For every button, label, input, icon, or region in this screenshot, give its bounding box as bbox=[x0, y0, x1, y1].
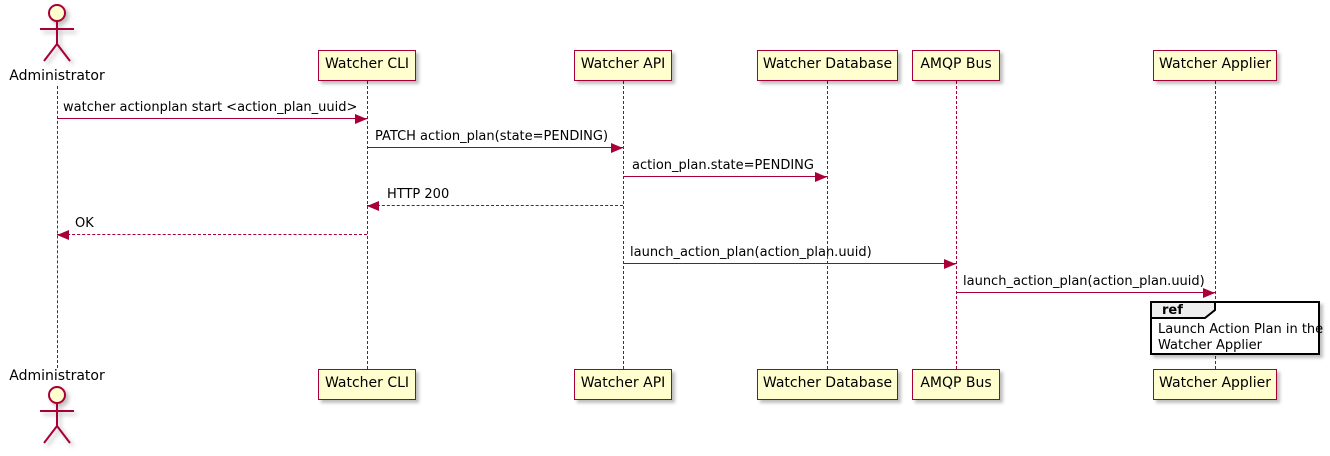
participant-watcher-applier-top: Watcher Applier bbox=[1153, 50, 1277, 81]
message-line-5 bbox=[57, 234, 367, 235]
lifeline-watcher-applier bbox=[1215, 81, 1216, 369]
message-line-1 bbox=[57, 118, 367, 119]
message-label-ok: OK bbox=[75, 216, 94, 231]
arrowhead-icon-4 bbox=[367, 201, 379, 211]
lifeline-watcher-api bbox=[623, 81, 624, 369]
arrowhead-icon-7 bbox=[1203, 288, 1215, 298]
participant-watcher-cli-bottom: Watcher CLI bbox=[318, 369, 416, 400]
participant-amqp-bus-top: AMQP Bus bbox=[912, 50, 1000, 81]
lifeline-watcher-database bbox=[827, 81, 828, 369]
lifeline-amqp-bus bbox=[956, 81, 957, 369]
message-label-http-200: HTTP 200 bbox=[387, 187, 450, 202]
participant-watcher-api-top: Watcher API bbox=[574, 50, 672, 81]
message-label-start-actionplan: watcher actionplan start <action_plan_uu… bbox=[63, 100, 358, 115]
ref-fragment: ref Launch Action Plan in the Watcher Ap… bbox=[1150, 301, 1324, 355]
message-line-6 bbox=[623, 263, 956, 264]
actor-icon-top bbox=[40, 4, 74, 62]
message-label-state-pending: action_plan.state=PENDING bbox=[632, 158, 814, 173]
participant-watcher-cli-top: Watcher CLI bbox=[318, 50, 416, 81]
participant-watcher-applier-bottom: Watcher Applier bbox=[1153, 369, 1277, 400]
message-line-4 bbox=[367, 205, 623, 206]
ref-text-line-2: Watcher Applier bbox=[1158, 338, 1262, 353]
message-line-7 bbox=[956, 292, 1215, 293]
ref-text-line-1: Launch Action Plan in the bbox=[1158, 322, 1324, 337]
arrowhead-icon-6 bbox=[944, 259, 956, 269]
arrowhead-icon-1 bbox=[355, 114, 367, 124]
message-label-launch-action-plan-api: launch_action_plan(action_plan.uuid) bbox=[630, 245, 872, 260]
participant-watcher-database-top: Watcher Database bbox=[757, 50, 898, 81]
message-line-3 bbox=[623, 176, 827, 177]
message-label-patch-actionplan: PATCH action_plan(state=PENDING) bbox=[375, 129, 609, 144]
arrowhead-icon-3 bbox=[815, 172, 827, 182]
message-label-launch-action-plan-bus: launch_action_plan(action_plan.uuid) bbox=[963, 274, 1205, 289]
participant-amqp-bus-bottom: AMQP Bus bbox=[912, 369, 1000, 400]
actor-label-top: Administrator bbox=[9, 68, 105, 84]
participant-watcher-api-bottom: Watcher API bbox=[574, 369, 672, 400]
ref-tab-icon bbox=[1150, 301, 1216, 319]
actor-icon-bottom bbox=[40, 386, 74, 444]
lifeline-watcher-cli bbox=[367, 81, 368, 369]
arrowhead-icon-5 bbox=[57, 230, 69, 240]
participant-watcher-database-bottom: Watcher Database bbox=[757, 369, 898, 400]
message-line-2 bbox=[367, 147, 623, 148]
arrowhead-icon-2 bbox=[611, 143, 623, 153]
actor-label-bottom: Administrator bbox=[9, 368, 105, 384]
ref-keyword: ref bbox=[1162, 303, 1183, 318]
lifeline-administrator bbox=[57, 86, 58, 368]
